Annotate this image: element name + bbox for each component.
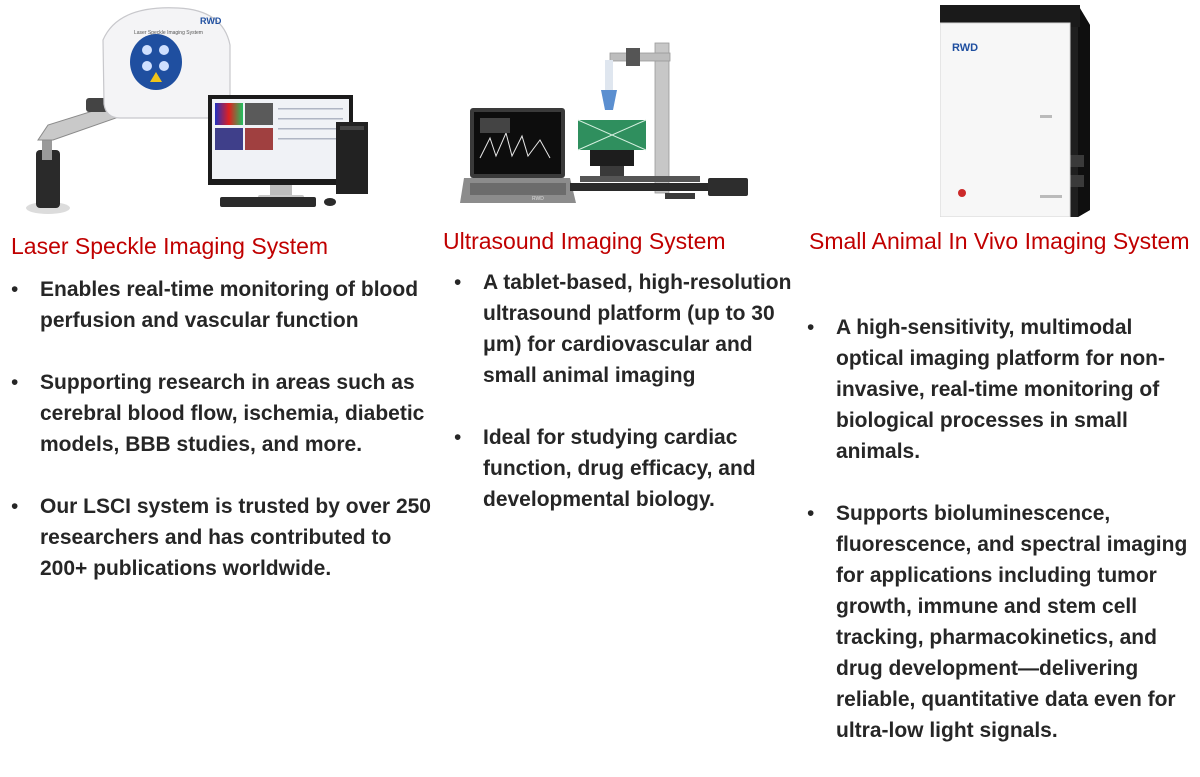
bullet-text: Our LSCI system is trusted by over 250 r… <box>40 495 431 580</box>
bullet-text: Supporting research in areas such as cer… <box>40 371 425 456</box>
in-vivo-logo-text: RWD <box>952 42 978 54</box>
device-logo-text: RWD <box>200 16 222 26</box>
bullet-list-in-vivo: • A high-sensitivity, multimodal optical… <box>807 312 1192 777</box>
bullet-glyph: • <box>807 502 815 525</box>
ultrasound-system-photo-icon: RWD <box>460 42 748 203</box>
bullet-text: Supports bioluminescence, fluorescence, … <box>836 502 1188 742</box>
bullet-text: Ideal for studying cardiac function, dru… <box>483 426 756 511</box>
bullet-list-laser-speckle: • Enables real-time monitoring of blood … <box>11 274 431 615</box>
ultrasound-logo-text: RWD <box>532 196 544 202</box>
list-item: • Our LSCI system is trusted by over 250… <box>11 491 431 584</box>
bullet-list-ultrasound: • A tablet-based, high-resolution ultras… <box>454 267 794 546</box>
bullet-glyph: • <box>11 278 19 301</box>
list-item: • Ideal for studying cardiac function, d… <box>454 422 794 515</box>
bullet-glyph: • <box>454 426 462 449</box>
list-item: • Enables real-time monitoring of blood … <box>11 274 431 336</box>
bullet-text: A high-sensitivity, multimodal optical i… <box>836 316 1165 463</box>
bullet-text: Enables real-time monitoring of blood pe… <box>40 278 419 332</box>
device-label-text: Laser Speckle Imaging System <box>134 30 203 36</box>
bullet-glyph: • <box>454 271 462 294</box>
heading-in-vivo: Small Animal In Vivo Imaging System <box>809 228 1190 254</box>
laser-speckle-system-photo-icon: RWD Laser Speckle Imaging System <box>26 7 368 214</box>
bullet-glyph: • <box>807 316 815 339</box>
list-item: • A tablet-based, high-resolution ultras… <box>454 267 794 391</box>
heading-laser-speckle: Laser Speckle Imaging System <box>11 233 329 259</box>
list-item: • A high-sensitivity, multimodal optical… <box>807 312 1192 467</box>
bullet-glyph: • <box>11 495 19 518</box>
list-item: • Supporting research in areas such as c… <box>11 367 431 460</box>
list-item: • Supports bioluminescence, fluorescence… <box>807 498 1192 746</box>
heading-ultrasound: Ultrasound Imaging System <box>443 228 726 254</box>
bullet-glyph: • <box>11 371 19 394</box>
in-vivo-imager-photo-icon: RWD <box>940 5 1090 217</box>
bullet-text: A tablet-based, high-resolution ultrasou… <box>483 271 792 387</box>
